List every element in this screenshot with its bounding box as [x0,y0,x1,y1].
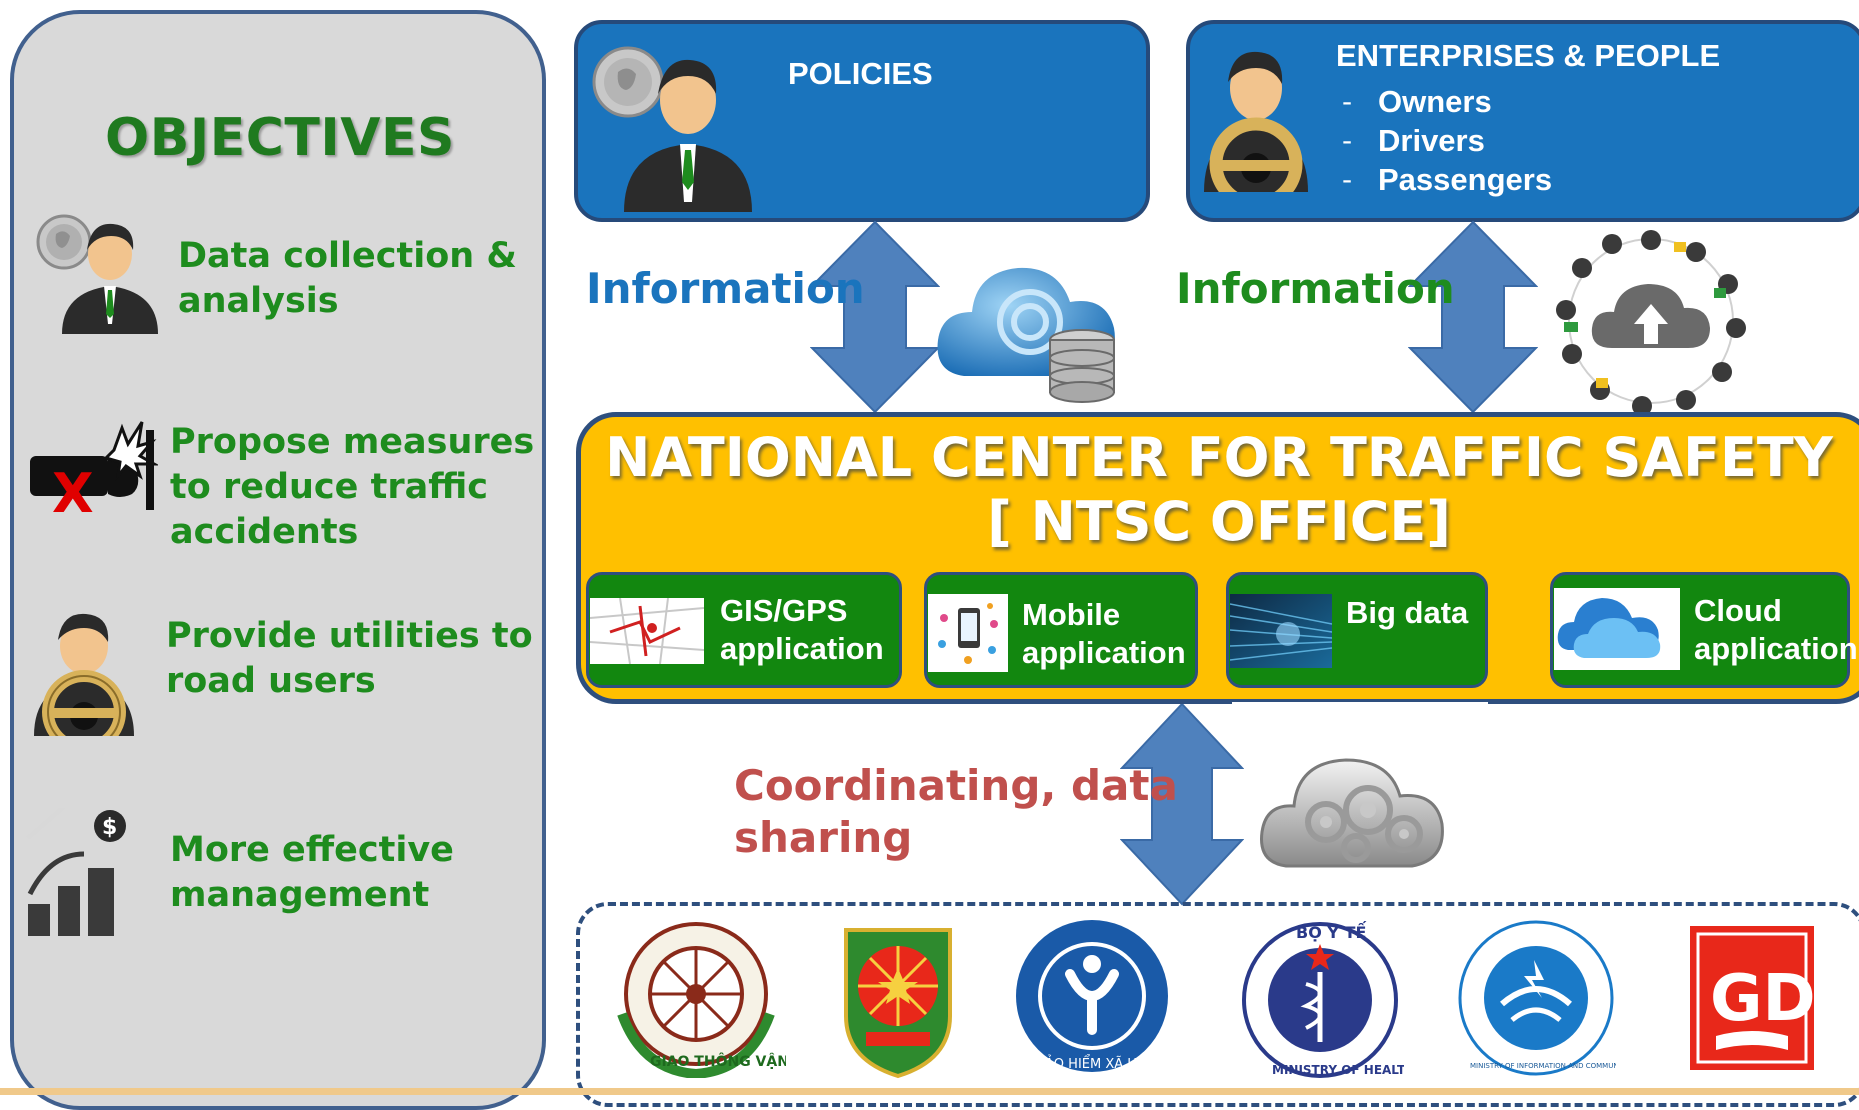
education-ministry-logo: GD [1690,926,1816,1070]
transport-ministry-logo: GIAO THÔNG VẬN TẢI [617,922,786,1078]
ministry-info-comm-logo: MINISTRY OF INFORMATION AND COMMUNICATIO… [1458,920,1616,1076]
double-arrow-icon [810,220,940,414]
information-label-left: Information [586,264,865,313]
driver-steering-wheel-icon [1204,51,1308,192]
svg-text:GIAO THÔNG VẬN TẢI: GIAO THÔNG VẬN TẢI [650,1051,786,1070]
driver-steering-wheel-icon [34,613,134,736]
map-thumbnail-icon [590,598,704,664]
svg-text:BẢO HIỂM XÃ HỘI VIỆT NAM: BẢO HIỂM XÃ HỘI VIỆT NAM [1036,1055,1170,1072]
police-emblem-logo [844,928,952,1079]
coordinating-label: Coordinating, data sharing [734,761,1178,862]
objective-3-text: Provide utilities to road users [166,616,533,701]
ntsc-title: NATIONAL CENTER FOR TRAFFIC SAFETY [ NTS… [605,426,1833,553]
policy-maker-icon [592,46,752,212]
big-data-label: Big data [1346,595,1469,630]
divider [1232,702,1488,706]
businessman-coin-icon [36,214,158,334]
gear-cloud-icon [1260,758,1444,868]
list-item: - Passengers [1342,161,1553,197]
list-item: - Drivers [1342,122,1485,158]
mobile-app-label: Mobile application [1022,597,1186,670]
car-crash-icon: X [30,421,158,514]
cloud-database-icon [937,267,1115,403]
double-arrow-icon [1408,220,1538,414]
svg-text:MINISTRY OF INFORMATION AND CO: MINISTRY OF INFORMATION AND COMMUNICATIO… [1470,1062,1616,1070]
svg-text:X: X [52,462,94,514]
enterprises-list: - Owners - Drivers - Passengers [1342,82,1552,199]
enterprises-title: ENTERPRISES & PEOPLE [1336,38,1721,73]
social-insurance-logo: BẢO HIỂM XÃ HỘI VIỆT NAM [1016,920,1170,1072]
gis-gps-app-label: GIS/GPS application [720,593,884,666]
svg-text:$: $ [102,815,117,840]
svg-text:MINISTRY OF HEALTH: MINISTRY OF HEALTH [1272,1063,1404,1077]
growth-chart-icon: $ [26,808,126,936]
people-cloud-icon [1556,230,1746,414]
mobile-phone-icon [928,594,1008,672]
objectives-title: OBJECTIVES [105,108,455,168]
ministry-of-health-logo: BỘ Y TẾ MINISTRY OF HEALTH [1242,921,1404,1078]
policies-title: POLICIES [788,56,933,91]
information-label-right: Information [1176,264,1455,313]
objective-4-text: More effective management [170,830,454,915]
svg-text:BỘ Y TẾ: BỘ Y TẾ [1296,921,1366,942]
objectives-panel [10,10,546,1110]
objective-1-text: Data collection & analysis [178,236,517,321]
objective-2-text: Propose measures to reduce traffic accid… [170,422,535,552]
cloud-icon [1554,588,1680,670]
big-data-icon [1230,594,1332,668]
cloud-app-label: Cloud application [1694,593,1858,666]
footer-stripe [0,1088,1859,1095]
list-item: - Owners [1342,83,1492,119]
svg-text:GD: GD [1710,962,1816,1036]
